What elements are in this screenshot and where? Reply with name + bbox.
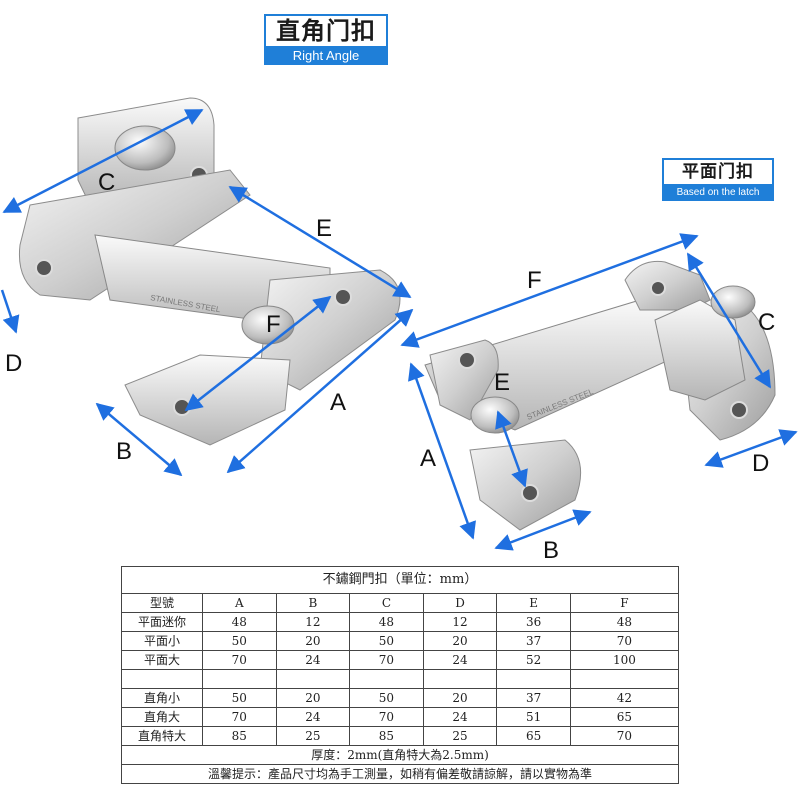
table-cell: 直角大	[121, 707, 203, 727]
header-cell: 型號	[121, 593, 203, 613]
table-cell: 70	[202, 650, 277, 670]
table-cell: 25	[422, 726, 498, 746]
footer-row: 溫馨提示：產品尺寸均為手工測量，如稍有偏差敬請諒解，請以實物為準	[121, 764, 679, 784]
table-cell: 直角小	[121, 688, 203, 708]
table-cell: 平面大	[121, 650, 203, 670]
table-cell: 20	[275, 631, 351, 651]
flat-label-b: B	[543, 537, 559, 560]
table-cell	[349, 669, 424, 689]
table-cell: 37	[496, 631, 571, 651]
right-angle-subtitle: Right Angle	[264, 46, 388, 65]
table-cell: 平面小	[121, 631, 203, 651]
header-cell: C	[349, 593, 424, 613]
flat-title: 平面门扣	[662, 158, 774, 184]
right-angle-badge: 直角门扣 Right Angle	[264, 14, 388, 65]
table-cell: 20	[422, 688, 498, 708]
table-cell: 51	[496, 707, 571, 727]
table-cell: 直角特大	[121, 726, 203, 746]
header-cell: A	[202, 593, 277, 613]
right-angle-label-c: C	[98, 169, 115, 196]
header-cell: D	[422, 593, 498, 613]
table-title: 不鏽鋼門扣（單位：mm）	[121, 566, 679, 594]
table-cell: 48	[349, 612, 424, 632]
flat-label-f: F	[527, 267, 542, 294]
flat-badge: 平面门扣 Based on the latch	[662, 158, 774, 201]
table-cell: 12	[275, 612, 351, 632]
table-cell: 100	[569, 650, 680, 670]
table-cell: 52	[496, 650, 571, 670]
table-cell: 50	[349, 631, 424, 651]
table-cell: 70	[349, 707, 424, 727]
flat-subtitle: Based on the latch	[662, 184, 774, 201]
table-cell: 50	[202, 688, 277, 708]
flat-dimension-arrows	[400, 233, 798, 551]
table-cell: 70	[349, 650, 424, 670]
flat-latch: STAINLESS STEEL	[424, 260, 776, 531]
footer-note: 溫馨提示：產品尺寸均為手工測量，如稍有偏差敬請諒解，請以實物為準	[121, 764, 679, 784]
table-cell: 37	[496, 688, 571, 708]
header-cell: E	[496, 593, 571, 613]
table-cell: 70	[569, 726, 680, 746]
table-cell	[496, 669, 571, 689]
table-cell: 50	[349, 688, 424, 708]
table-cell: 12	[422, 612, 498, 632]
table-cell: 42	[569, 688, 680, 708]
right-angle-title: 直角门扣	[264, 14, 388, 46]
right-angle-label-b: B	[116, 438, 132, 465]
thickness-row: 厚度：2mm(直角特大為2.5mm)	[121, 745, 679, 765]
table-cell: 65	[496, 726, 571, 746]
right-angle-label-a: A	[330, 389, 346, 416]
product-illustration: STAINLESS STEEL C E F A B D STAINLESS ST…	[0, 97, 798, 560]
flat-label-a: A	[420, 445, 436, 472]
table-cell	[275, 669, 351, 689]
flat-label-e: E	[494, 369, 510, 396]
table-cell: 36	[496, 612, 571, 632]
table-cell: 70	[202, 707, 277, 727]
flat-label-d: D	[752, 450, 769, 477]
header-cell: B	[275, 593, 351, 613]
right-angle-label-f: F	[266, 311, 281, 338]
table-cell: 24	[422, 707, 498, 727]
right-angle-dimension-arrows	[0, 108, 414, 477]
table-cell: 24	[275, 650, 351, 670]
table-cell	[569, 669, 680, 689]
right-angle-label-e: E	[316, 215, 332, 242]
table-cell: 70	[569, 631, 680, 651]
table-cell	[121, 669, 203, 689]
table-cell	[422, 669, 498, 689]
table-cell: 48	[202, 612, 277, 632]
table-cell: 20	[275, 688, 351, 708]
right-angle-label-d: D	[5, 350, 22, 377]
thickness-note: 厚度：2mm(直角特大為2.5mm)	[121, 745, 679, 765]
header-cell: F	[569, 593, 680, 613]
table-cell: 20	[422, 631, 498, 651]
table-row	[121, 669, 680, 689]
table-cell: 24	[422, 650, 498, 670]
table-cell: 平面迷你	[121, 612, 203, 632]
table-cell: 65	[569, 707, 680, 727]
table-cell: 24	[275, 707, 351, 727]
table-cell: 25	[275, 726, 351, 746]
table-cell: 48	[569, 612, 680, 632]
table-cell: 85	[202, 726, 277, 746]
table-header-row: 型號 A B C D E F	[121, 593, 680, 613]
table-cell: 50	[202, 631, 277, 651]
table-cell	[202, 669, 277, 689]
flat-label-c: C	[758, 309, 775, 336]
table-cell: 85	[349, 726, 424, 746]
